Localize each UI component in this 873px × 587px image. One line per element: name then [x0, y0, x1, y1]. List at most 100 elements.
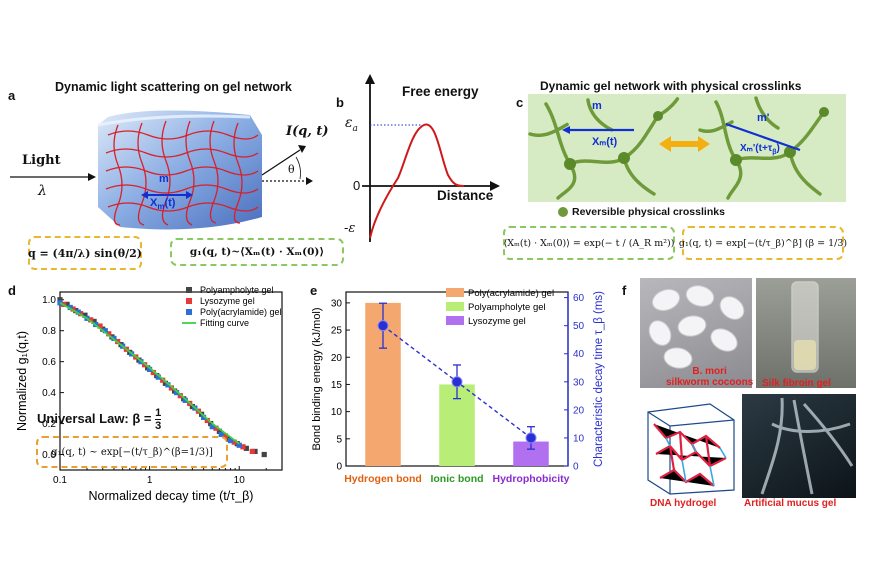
silk-gel-caption: Silk fibroin gel: [762, 378, 831, 389]
chart-d-point: [227, 437, 234, 444]
crosslink-legend: Reversible physical crosslinks: [572, 206, 725, 218]
dna-hydrogel-image: [640, 394, 740, 498]
chart-e-y2tick-label: 10: [573, 433, 585, 444]
distance-label: Distance: [437, 188, 494, 203]
fit-equation-d: g₁(q, t) ~ exp[−(t/τ_β)^(β=1/3)]: [36, 436, 228, 468]
chart-d-point: [208, 420, 214, 427]
chart-d-ytick-label: 0.0: [42, 450, 56, 461]
chart-e-category-label: Hydrophobicity: [492, 473, 569, 485]
chart-e-decay-point: [451, 376, 463, 388]
chart-d-xtick-label: 0.1: [53, 475, 67, 486]
chart-d-point: [150, 369, 156, 376]
chart-d-legend-label: Fitting curve: [200, 318, 249, 328]
chart-d-point: [97, 323, 103, 329]
chart-e-ytick-label: 20: [331, 353, 343, 364]
panel-d-label: d: [8, 283, 16, 298]
chart-e-y2tick-label: 0: [573, 462, 579, 473]
epsilon-a-label: εa: [345, 115, 358, 134]
chart-d-point: [222, 433, 228, 439]
chart-d-point: [91, 318, 97, 325]
chart-d-legend-label: Polyampholyte gel: [200, 285, 274, 295]
chart-d-ytick-label: 1.0: [42, 295, 56, 306]
chart-d-point: [147, 366, 153, 372]
chart-e-decay-point: [525, 432, 537, 444]
chart-d-ylabel: Normalized g₁(q,t): [15, 331, 29, 431]
chart-e-category-label: Hydrogen bond: [344, 473, 422, 485]
chart-e-y2tick-label: 30: [573, 377, 585, 388]
gel-block: [97, 110, 262, 230]
chart-e-category-label: Ionic bond: [430, 473, 483, 485]
chart-e-legend-label: Polyampholyte gel: [468, 302, 546, 313]
panel-b-label: b: [336, 95, 344, 110]
m-prime-label: m': [757, 112, 770, 124]
chart-d-point: [231, 439, 237, 445]
chart-e-legend-swatch: [446, 288, 464, 297]
chart-d-ytick-label: 0.6: [42, 357, 56, 368]
chart-d-frame: [59, 291, 283, 471]
light-label: Light: [22, 153, 61, 168]
mucus-gel-photo: [742, 394, 856, 498]
chart-d-xtick-label: 1: [147, 475, 153, 486]
panel-e-label: e: [310, 283, 318, 298]
gel-network-schematic: [528, 94, 846, 202]
panel-c-label: c: [516, 95, 524, 110]
chart-d-ytick-label: 0.2: [42, 419, 56, 430]
crosslink-icon: [558, 207, 568, 217]
chart-e-ytick-label: 25: [331, 326, 343, 337]
chart-d-point: [218, 431, 224, 437]
chart-e-ytick-label: 5: [336, 434, 342, 445]
chart-d-point: [165, 382, 171, 388]
mucus-gel-caption: Artificial mucus gel: [744, 498, 837, 509]
chart-d-point: [70, 306, 76, 312]
silk-gel-photo: [756, 278, 856, 388]
chart-d-point: [261, 451, 267, 458]
chart-e-legend-label: Lysozyme gel: [468, 316, 526, 327]
chart-e-ytick-label: 10: [331, 407, 343, 418]
chart-d-point: [240, 444, 246, 450]
chart-d-fit-line: [59, 302, 240, 445]
xm-left-label: Xₘ(t): [592, 136, 618, 148]
panel-a-label: a: [8, 88, 16, 103]
chart-d-point: [213, 425, 219, 431]
chart-e-y2tick-label: 50: [573, 321, 585, 332]
chart-d-legend-label: Lysozyme gel: [200, 296, 255, 306]
chart-d-legend-swatch: [186, 287, 192, 293]
neg-epsilon-label: -ε: [344, 221, 356, 236]
correlation-equation: ⟨Xₘ(t) · Xₘ(0)⟩ = exp(− t / (A_R m²)): [503, 226, 675, 260]
chart-d-point: [243, 445, 249, 451]
chart-e-ytick-label: 15: [331, 380, 343, 391]
chart-e-ylabel: Bond binding energy (kJ/mol): [311, 307, 323, 450]
chart-e: 0 5 10 15 20 25 30 Bond binding energy (kJ/mol)…: [311, 288, 605, 485]
chart-d-point: [173, 390, 180, 396]
chart-e-y2tick-label: 40: [573, 349, 585, 360]
zero-label: 0: [353, 178, 361, 193]
intensity-label: I(q, t): [286, 124, 329, 139]
chart-e-legend-label: Poly(acrylamide) gel: [468, 288, 554, 299]
q-equation: q = (4π/λ) sin(θ/2): [28, 236, 142, 270]
m-label-c: m: [592, 100, 602, 112]
chart-d-point: [200, 414, 207, 420]
chart-d-point: [75, 309, 81, 315]
chart-e-y2tick-label: 60: [573, 293, 585, 304]
chart-e-y2tick-label: 20: [573, 405, 585, 416]
chart-d-legend-swatch: [186, 298, 192, 304]
chart-d-point: [168, 385, 175, 391]
lambda-label: λ: [38, 183, 47, 199]
chart-d-point: [64, 301, 70, 307]
chart-d-point: [252, 448, 258, 455]
chart-d-point: [249, 448, 255, 455]
dls-schematic: [10, 110, 313, 230]
free-energy-title: Free energy: [402, 84, 479, 99]
chart-d-point: [236, 442, 242, 448]
chart-d-point: [82, 312, 88, 318]
chart-d-point: [57, 297, 63, 303]
chart-d-point: [106, 331, 112, 337]
cocoon-photo: [640, 278, 752, 388]
g1-equation-c: g₁(q, t) = exp[−(t/τ_β)^β] (β = 1/3): [679, 226, 847, 260]
scattered-light-arrow: [261, 149, 301, 176]
chart-d-legend-swatch: [186, 309, 192, 315]
xm-right-label: Xₘ'(t+τβ): [740, 143, 780, 156]
g1-equation-a: g₁(q, t)~⟨Xₘ(t) · Xₘ(0)⟩: [170, 238, 344, 266]
dna-hydrogel-caption: DNA hydrogel: [650, 498, 717, 509]
